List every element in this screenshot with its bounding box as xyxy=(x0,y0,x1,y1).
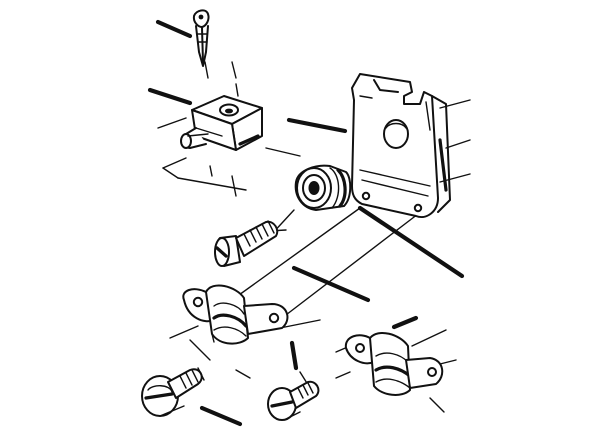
leader-line-clamp-lower xyxy=(391,315,419,330)
leader-line-cotter-pin xyxy=(155,19,193,39)
cotter-pin xyxy=(192,9,210,67)
clamp-screw-left xyxy=(141,368,203,417)
leader-line-screw-left xyxy=(199,405,243,427)
leader-line-bushing xyxy=(357,205,465,279)
cable-clamp-upper xyxy=(182,284,289,345)
mounting-bracket xyxy=(351,73,451,218)
bushing xyxy=(294,164,352,211)
swivel-block xyxy=(180,95,263,151)
clamp-screw-right xyxy=(267,380,320,421)
leader-line-swivel-block xyxy=(147,87,193,106)
leader-line-bracket xyxy=(286,117,348,134)
leader-line-bolt xyxy=(291,265,371,303)
cable-clamp-lower xyxy=(344,331,444,396)
bolt xyxy=(214,220,279,267)
leader-line-screw-right xyxy=(289,340,299,371)
leader-lines xyxy=(147,19,465,427)
